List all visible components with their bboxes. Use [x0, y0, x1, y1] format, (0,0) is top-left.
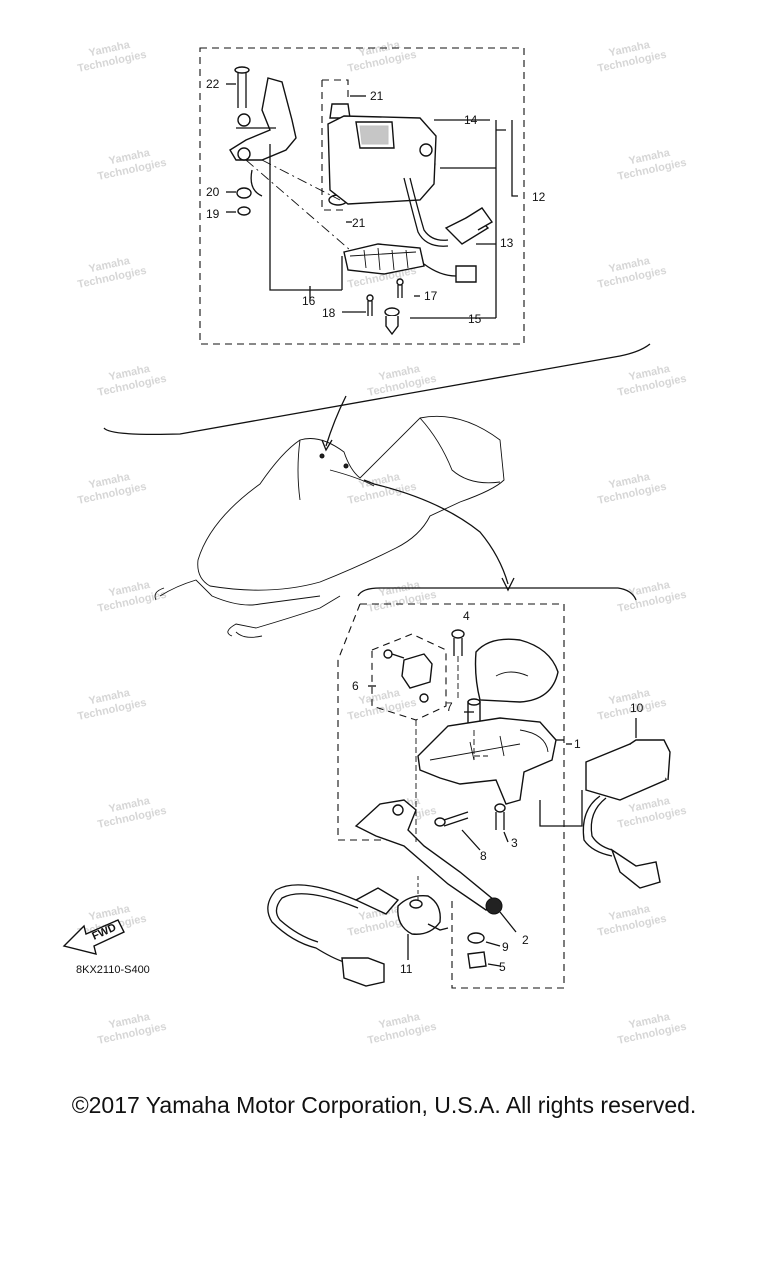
callout-15: 15: [468, 312, 482, 326]
callout-1: 1: [574, 737, 581, 751]
nut-part-5: [467, 951, 487, 969]
callout-9: 9: [502, 940, 509, 954]
drawing-code: 8KX2110-S400: [76, 964, 150, 976]
callout-13: 13: [500, 236, 514, 250]
callout-18: 18: [322, 306, 336, 320]
callout-21-top: 21: [370, 89, 384, 103]
callout-21-bottom: 21: [352, 216, 366, 230]
bolt-part-22: [234, 66, 250, 108]
upper-detail-group: [199, 47, 525, 345]
module-part-16: [343, 243, 477, 283]
mount-bracket: [229, 77, 297, 197]
callout-16: 16: [302, 294, 316, 308]
screw-part-8: [434, 811, 469, 827]
snowmobile-outline: [154, 415, 515, 638]
cover-part: [474, 638, 559, 703]
washer-part-9: [467, 932, 485, 944]
callout-11: 11: [400, 962, 413, 976]
connector-part-13: [444, 207, 494, 245]
lower-detail-group: [267, 603, 671, 989]
control-box-part-14: [327, 115, 449, 247]
callout-20: 20: [206, 185, 220, 199]
brake-lever-part-2: [354, 799, 503, 915]
callout-17: 17: [424, 289, 438, 303]
copyright-notice: ©2017 Yamaha Motor Corporation, U.S.A. A…: [71, 1092, 697, 1118]
callout-6: 6: [352, 679, 359, 693]
callout-labels: 22 21 14 20 19 21 12 13 16 17 18 15 4 6 …: [206, 77, 644, 976]
callout-8: 8: [480, 849, 487, 863]
screw-part-3: [494, 803, 506, 830]
callout-14: 14: [464, 113, 478, 127]
connector-part-10: [582, 739, 671, 889]
upper-detail-frame: [199, 47, 525, 345]
stop-switch-part-11: [267, 884, 441, 987]
screw-part-17: [396, 278, 404, 298]
housing-part-1: [417, 717, 557, 805]
callout-3: 3: [511, 836, 518, 850]
screw-part-18: [366, 294, 374, 316]
bolt-part-4: [451, 629, 465, 656]
nut-part-19: [237, 206, 251, 216]
callout-7: 7: [446, 700, 453, 714]
callout-2: 2: [522, 933, 529, 947]
callout-5: 5: [499, 960, 506, 974]
callout-4: 4: [463, 609, 470, 623]
bolt-part-15: [384, 307, 400, 336]
callout-19: 19: [206, 207, 220, 221]
callout-12: 12: [532, 190, 546, 204]
switch-part-6: [383, 649, 433, 703]
washer-part-20: [236, 187, 252, 199]
lower-detail-frame: [337, 603, 565, 989]
callout-22: 22: [206, 77, 220, 91]
callout-10: 10: [630, 701, 644, 715]
